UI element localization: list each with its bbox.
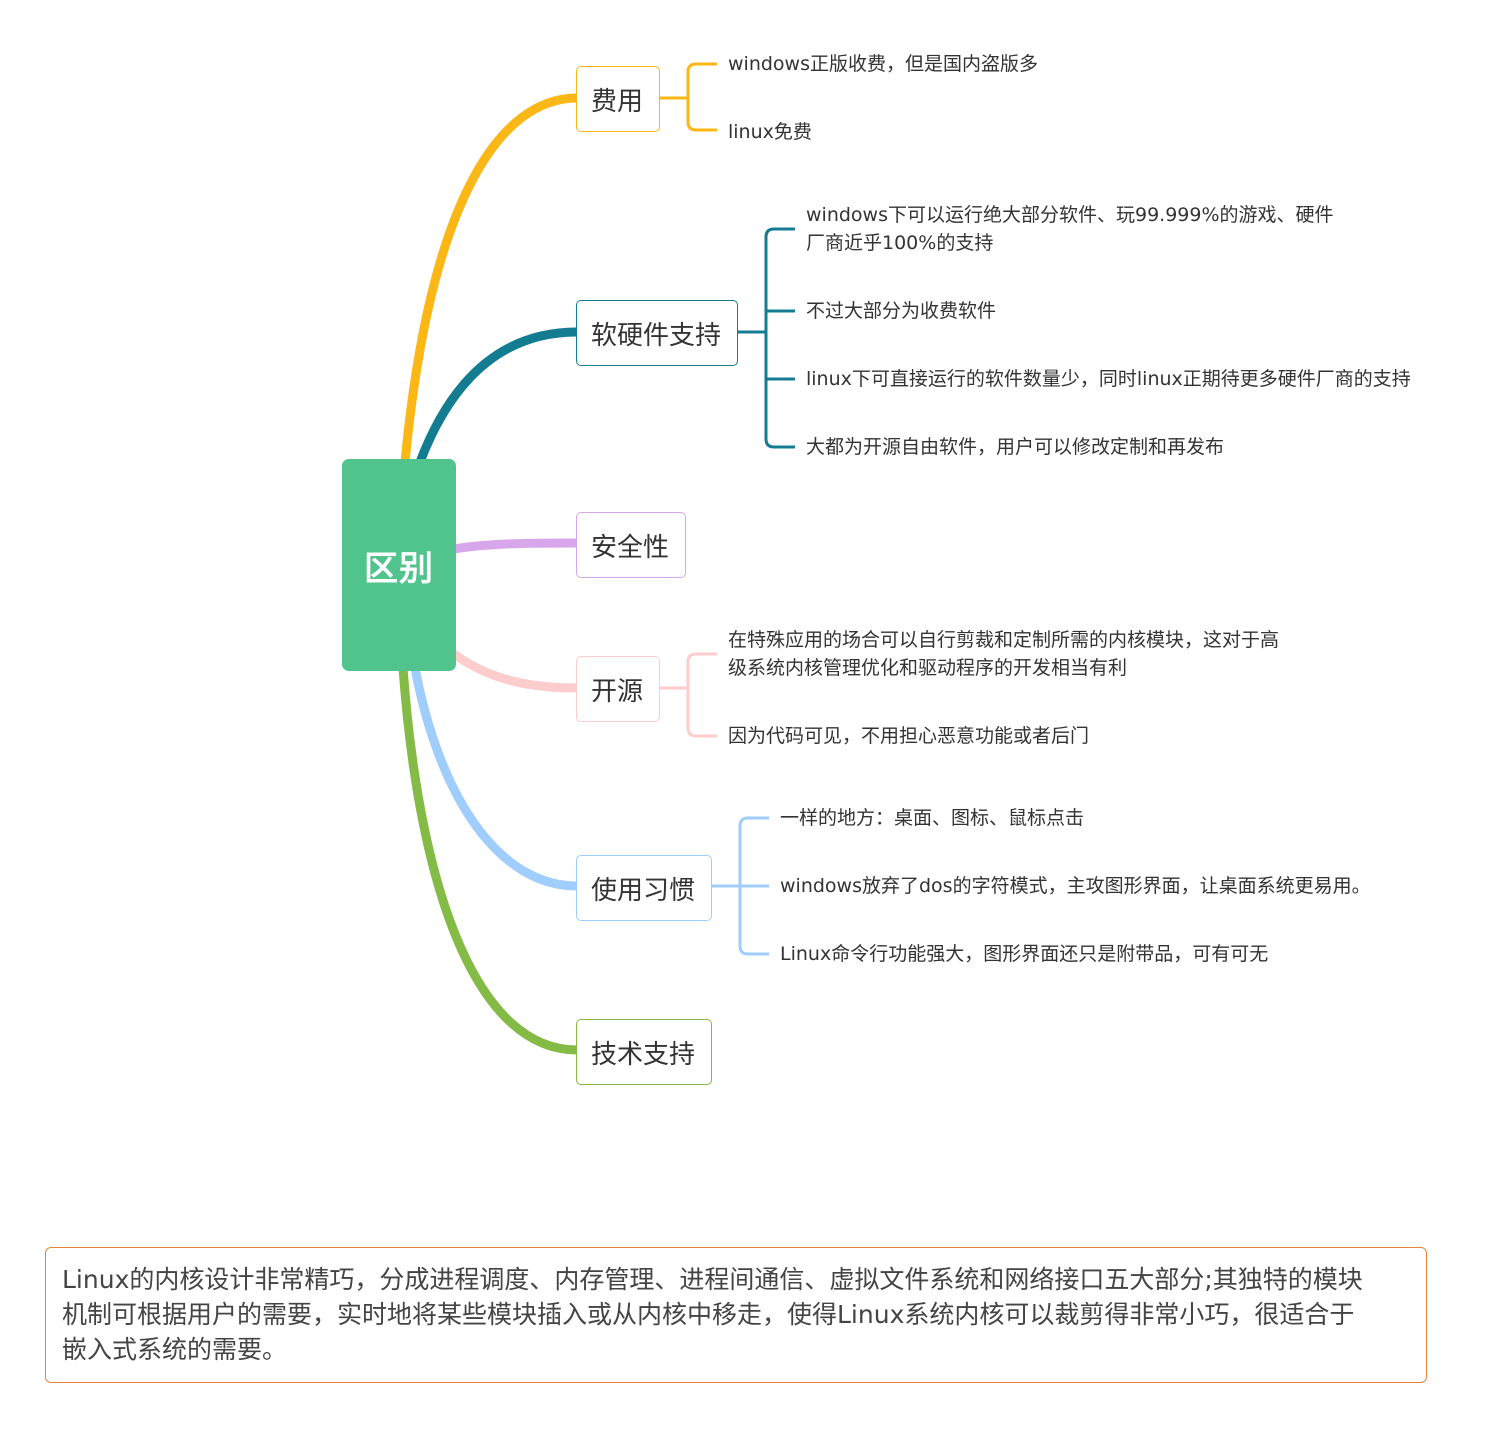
leaf-habits-3[interactable]: Linux命令行功能强大，图形界面还只是附带品，可有可无 — [780, 943, 1269, 965]
branch-support-label: 软硬件支持 — [591, 320, 722, 351]
leaf-support-4[interactable]: 大都为开源自由软件，用户可以修改定制和再发布 — [806, 436, 1225, 458]
branch-usage-habits[interactable]: 使用习惯 — [576, 855, 712, 921]
summary-note[interactable]: Linux的内核设计非常精巧，分成进程调度、内存管理、进程间通信、虚拟文件系统和… — [45, 1247, 1427, 1383]
connector-fee — [400, 93, 578, 463]
branch-technical-support[interactable]: 技术支持 — [576, 1019, 712, 1085]
note-line-1: Linux的内核设计非常精巧，分成进程调度、内存管理、进程间通信、虚拟文件系统和… — [62, 1265, 1363, 1294]
leaf-opensource-2[interactable]: 因为代码可见，不用担心恶意功能或者后门 — [728, 725, 1090, 747]
leaf-opensource-1-line1[interactable]: 在特殊应用的场合可以自行剪裁和定制所需的内核模块，这对于高 — [728, 629, 1280, 651]
connector-habits — [410, 667, 578, 891]
leaf-opensource-1-line2[interactable]: 级系统内核管理优化和驱动程序的开发相当有利 — [728, 657, 1128, 679]
branch-open-source[interactable]: 开源 — [576, 656, 660, 722]
branch-habits-label: 使用习惯 — [591, 875, 696, 906]
branch-fee[interactable]: 费用 — [576, 66, 660, 132]
bracket-opensource — [659, 652, 717, 738]
bracket-support — [737, 227, 795, 449]
leaf-fee-1[interactable]: windows正版收费，但是国内盗版多 — [728, 53, 1038, 75]
note-line-2: 机制可根据用户的需要，实时地将某些模块插入或从内核中移走，使得Linux系统内核… — [62, 1300, 1355, 1329]
branch-opensource-label: 开源 — [591, 676, 644, 707]
connector-techsupport — [398, 667, 578, 1055]
connector-security — [453, 538, 578, 554]
connector-support — [415, 327, 578, 464]
branch-techsupport-label: 技术支持 — [591, 1039, 696, 1070]
note-line-3: 嵌入式系统的需要。 — [62, 1335, 288, 1364]
bracket-fee — [659, 62, 717, 132]
leaf-support-2[interactable]: 不过大部分为收费软件 — [806, 300, 997, 322]
leaf-support-3[interactable]: linux下可直接运行的软件数量少，同时linux正期待更多硬件厂商的支持 — [806, 368, 1411, 390]
leaf-support-1-line2[interactable]: 厂商近乎100%的支持 — [806, 232, 994, 254]
leaf-fee-2[interactable]: linux免费 — [728, 121, 812, 143]
branch-fee-label: 费用 — [591, 86, 644, 117]
leaf-support-1-line1[interactable]: windows下可以运行绝大部分软件、玩99.999%的游戏、硬件 — [806, 204, 1334, 226]
root-node[interactable]: 区别 — [342, 459, 456, 671]
leaf-habits-2[interactable]: windows放弃了dos的字符模式，主攻图形界面，让桌面系统更易用。 — [780, 875, 1371, 897]
leaf-habits-1[interactable]: 一样的地方：桌面、图标、鼠标点击 — [780, 807, 1085, 829]
branch-security[interactable]: 安全性 — [576, 512, 686, 578]
branch-software-hardware-support[interactable]: 软硬件支持 — [576, 300, 738, 366]
root-label: 区别 — [364, 548, 434, 589]
bracket-habits — [711, 816, 769, 956]
branch-security-label: 安全性 — [591, 532, 670, 563]
connector-opensource — [451, 650, 578, 693]
